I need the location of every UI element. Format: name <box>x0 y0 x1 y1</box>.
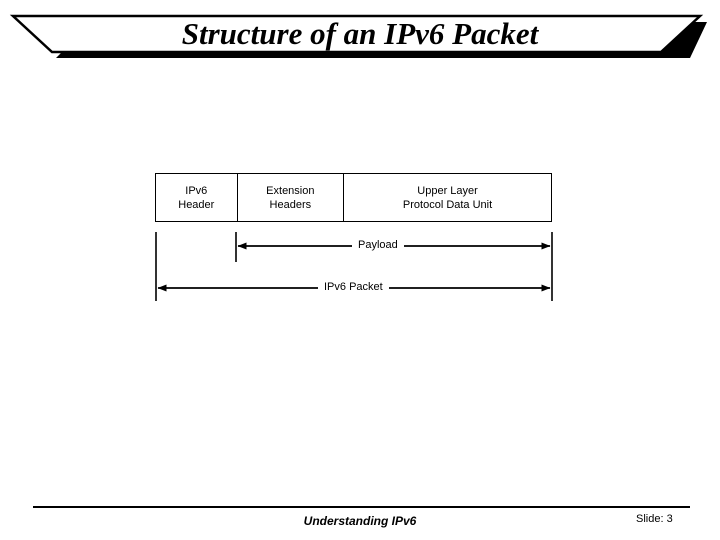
packet-field-upper-layer-pdu: Upper Layer Protocol Data Unit <box>343 174 551 221</box>
packet-field-ipv6-header: IPv6 Header <box>156 174 237 221</box>
slide-number: Slide: 3 <box>636 513 673 525</box>
packet-field-upper-layer-pdu-line1: Upper Layer <box>417 184 478 197</box>
packet-field-upper-layer-pdu-line2: Protocol Data Unit <box>402 198 493 211</box>
packet-field-extension-headers-line1: Extension <box>266 184 315 197</box>
dimension-label-payload: Payload <box>352 239 404 252</box>
packet-field-extension-headers-line2: Headers <box>269 198 312 211</box>
dimension-label-ipv6-packet: IPv6 Packet <box>318 281 389 294</box>
packet-field-extension-headers: Extension Headers <box>236 174 343 221</box>
title-banner-shape <box>9 14 707 58</box>
footer-title: Understanding IPv6 <box>303 514 417 528</box>
title-banner-outline <box>9 14 704 54</box>
page-title: Structure of an IPv6 Packet <box>181 16 539 51</box>
packet-field-row: IPv6 Header Extension Headers Upper Laye… <box>155 173 552 222</box>
title-banner: Structure of an IPv6 Packet <box>0 0 720 80</box>
packet-field-ipv6-header-line1: IPv6 <box>185 184 208 197</box>
title-banner-shadow-bar <box>56 52 690 58</box>
packet-field-ipv6-header-line2: Header <box>178 198 215 211</box>
footer-divider <box>33 506 690 508</box>
